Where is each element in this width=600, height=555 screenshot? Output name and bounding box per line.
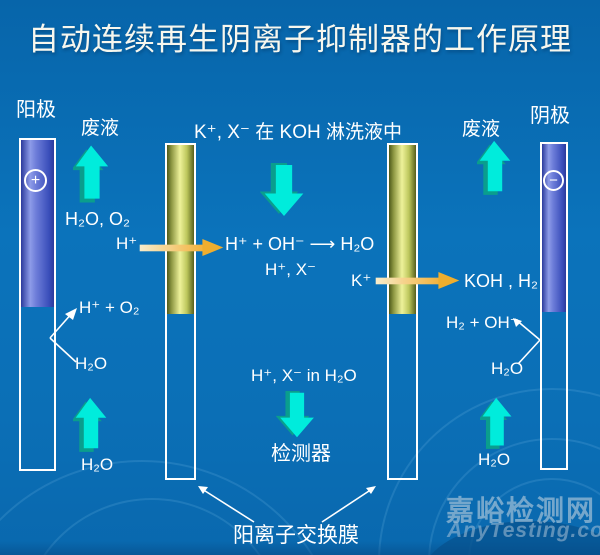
- membrane-tube-right: [387, 143, 418, 480]
- inflow-label-left: H₂O: [81, 455, 114, 474]
- ion-flow-arrow-icon: [375, 271, 460, 290]
- membrane-fill-left: [167, 145, 194, 314]
- membrane-pointer-arrow-icon: [198, 486, 376, 523]
- bottom-shade: [0, 541, 600, 555]
- page-title: 自动连续再生阴离子抑制器的工作原理: [28, 22, 572, 57]
- to-detector-label: H⁺, X⁻ in H₂O: [251, 366, 357, 385]
- h-plus-label: H⁺: [116, 234, 138, 253]
- plus-sign-icon: +: [24, 169, 47, 192]
- up-arrow-icon: [477, 140, 511, 195]
- anode-source-label: H₂O: [75, 354, 108, 373]
- neutralization-label: H⁺ + OH⁻ ⟶ H₂O: [225, 234, 375, 254]
- k-plus-label: K⁺: [351, 271, 372, 290]
- ions-label: H⁺, X⁻: [265, 260, 317, 279]
- anode-label: 阳极: [16, 99, 56, 121]
- detector-label: 检测器: [271, 443, 331, 465]
- reaction-arrow-icon: [49, 308, 77, 363]
- cathode-electrode-tube: [540, 142, 568, 470]
- watermark-site-url: AnyTesting.com: [447, 519, 600, 542]
- up-arrow-icon: [480, 397, 512, 449]
- waste-label-right: 废液: [462, 119, 501, 140]
- koh-h2-label: KOH , H₂: [464, 271, 538, 291]
- membrane-fill-right: [389, 145, 416, 314]
- membrane-label: 阳离子交换膜: [233, 523, 359, 547]
- membrane-tube-left: [165, 143, 196, 480]
- reaction-arrow-icon: [513, 318, 541, 365]
- anode-electrode-fill: [21, 140, 54, 307]
- down-arrow-icon: [260, 163, 304, 216]
- cathode-source-label: H₂O: [491, 359, 524, 378]
- eluent-label: K⁺, X⁻ 在 KOH 淋洗液中: [194, 122, 402, 143]
- inflow-label-right: H₂O: [478, 450, 511, 469]
- waste-out-left: H₂O, O₂: [65, 209, 130, 229]
- cathode-product-label: H₂ + OH⁻: [446, 313, 519, 332]
- up-arrow-icon: [73, 397, 107, 452]
- waste-label-left: 废液: [81, 118, 120, 139]
- down-arrow-icon: [276, 391, 314, 438]
- anode-electrode-tube: [19, 138, 56, 471]
- minus-sign-icon: −: [543, 170, 564, 191]
- watermark-site-name: 嘉峪检测网: [446, 496, 597, 527]
- ion-flow-arrow-icon: [139, 238, 224, 257]
- up-arrow-icon: [73, 145, 109, 203]
- anode-product-label: H⁺ + O₂: [79, 298, 140, 317]
- cathode-label: 阴极: [530, 105, 570, 127]
